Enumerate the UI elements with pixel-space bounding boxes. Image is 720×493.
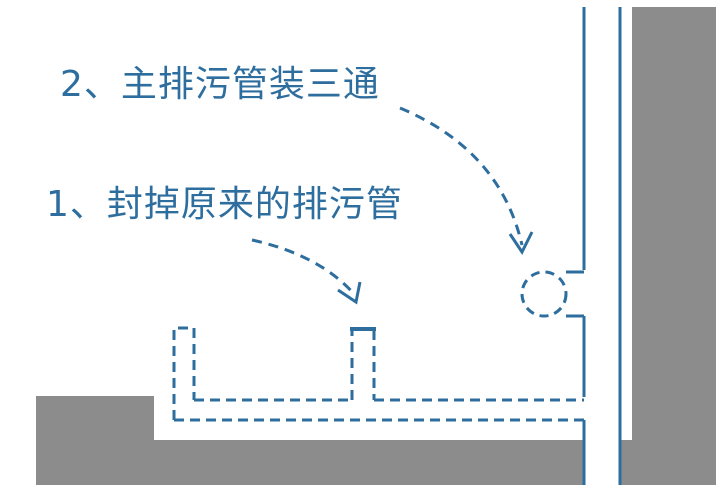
tee-stub: [566, 270, 584, 318]
step2-annotation: 2、主排污管装三通: [60, 64, 380, 105]
arrow-step1: [251, 238, 362, 305]
main-stack-pipe: [582, 7, 622, 485]
floor-slab: [36, 440, 632, 485]
old-drain-pipe: [172, 326, 584, 422]
right-wall: [632, 7, 716, 485]
step1-annotation: 1、封掉原来的排污管: [46, 184, 403, 225]
new-tee-marker: [520, 270, 568, 318]
arrow-step2: [399, 106, 534, 255]
left-floor-block: [36, 396, 154, 446]
